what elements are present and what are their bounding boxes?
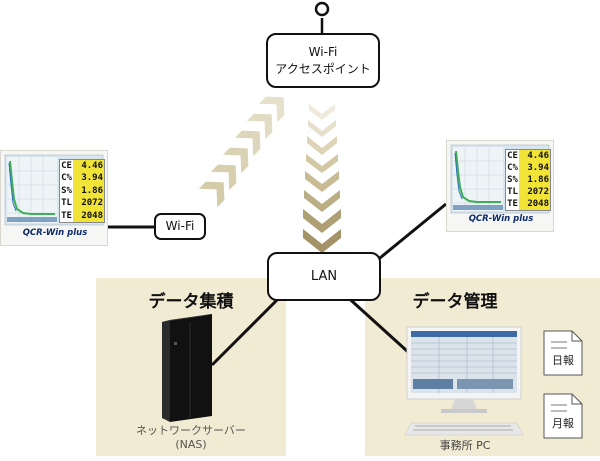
office-pc-caption: 事務所 PC [439,439,491,452]
daily-report-label: 日報 [552,354,574,367]
readout-row: C% 3.94 [60,172,104,185]
lan-hub: LAN [267,252,381,301]
readout-row: TL 2072 [60,197,104,210]
readout-key: S% [61,185,72,196]
antenna-tip [314,1,330,17]
access-point-label-line1: Wi-Fi [308,44,338,59]
readout-value: 3.94 [519,162,550,174]
readout-key: TL [507,187,518,197]
lan-label: LAN [310,269,338,284]
wifi-access-point: Wi-Fi アクセスポイント [266,33,380,88]
monthly-report-icon [543,393,583,439]
readout-row: CE 4.46 [506,150,550,162]
readout-key: C% [61,173,72,184]
nas-caption: ネットワークサーバー (NAS) [96,424,286,452]
readout-key: CE [61,161,72,171]
readout-value: 1.86 [519,174,550,186]
readout-key: S% [507,175,518,185]
data-management-title: データ管理 [412,292,498,312]
readout-row: S% 1.86 [506,174,550,186]
office-pc-icon [405,326,524,436]
daily-report-icon [543,330,583,376]
readout-key: TE [507,199,518,209]
access-point-label-line2: アクセスポイント [275,61,371,76]
readout-key: CE [507,151,518,161]
readout-key: TE [61,210,72,221]
nas-server-icon [162,314,212,422]
readout-key: TL [61,198,72,209]
readout-value: 3.94 [73,172,104,185]
device-brand-label: QCR-Win plus [468,214,534,224]
qcr-device-right: CE 4.46 C% 3.94 S% 1.86 TL 2072 TE 2048 … [446,140,554,232]
readout-value: 2072 [519,186,550,198]
readout-value: 2048 [519,198,550,210]
readout-row: CE 4.46 [60,160,104,173]
readout-value: 2072 [73,197,104,210]
readout-row: TE 2048 [60,209,104,222]
monthly-report-label: 月報 [552,417,574,430]
readout-value: 2048 [73,209,104,222]
nas-caption-line1: ネットワークサーバー [136,424,246,437]
readout-value: 1.86 [73,184,104,198]
qcr-device-left: CE 4.46 C% 3.94 S% 1.86 TL 2072 TE 2048 … [0,150,108,246]
device-readout-panel: CE 4.46 C% 3.94 S% 1.86 TL 2072 TE 2048 [59,159,105,223]
readout-row: TE 2048 [506,198,550,210]
readout-row: S% 1.86 [60,184,104,198]
readout-row: C% 3.94 [506,162,550,174]
data-storage-title: データ集積 [148,292,234,312]
wifi-adapter-label: Wi-Fi [165,219,195,233]
wireless-signal-arrow-up [198,96,285,208]
link-lan-nas [210,290,287,367]
nas-caption-line2: (NAS) [175,438,207,451]
readout-value: 4.46 [519,150,550,162]
wifi-adapter: Wi-Fi [154,213,206,240]
device-brand-label: QCR-Win plus [22,228,88,238]
link-lan-right-device [374,202,447,264]
readout-row: TL 2072 [506,186,550,198]
device-readout-panel: CE 4.46 C% 3.94 S% 1.86 TL 2072 TE 2048 [505,149,551,211]
readout-value: 4.46 [73,160,104,173]
readout-key: C% [507,163,518,173]
wireless-signal-arrow-down [303,104,341,253]
